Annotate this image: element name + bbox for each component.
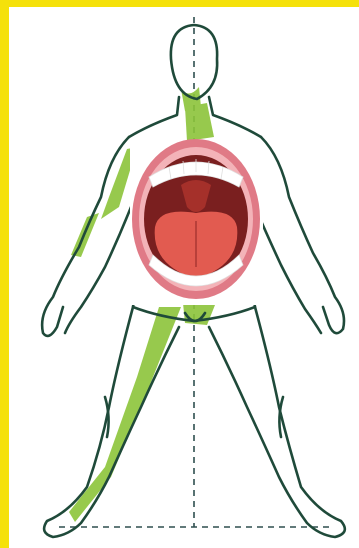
right-arm-inner <box>255 207 321 333</box>
right-neck-shoulder <box>209 97 261 137</box>
left-neck-shoulder <box>129 97 179 137</box>
right-leg-outline <box>209 307 345 537</box>
open-mouth-icon <box>130 139 263 305</box>
neck-meridian <box>185 103 214 141</box>
left-arm-inner <box>65 207 131 333</box>
body-illustration <box>9 7 359 548</box>
